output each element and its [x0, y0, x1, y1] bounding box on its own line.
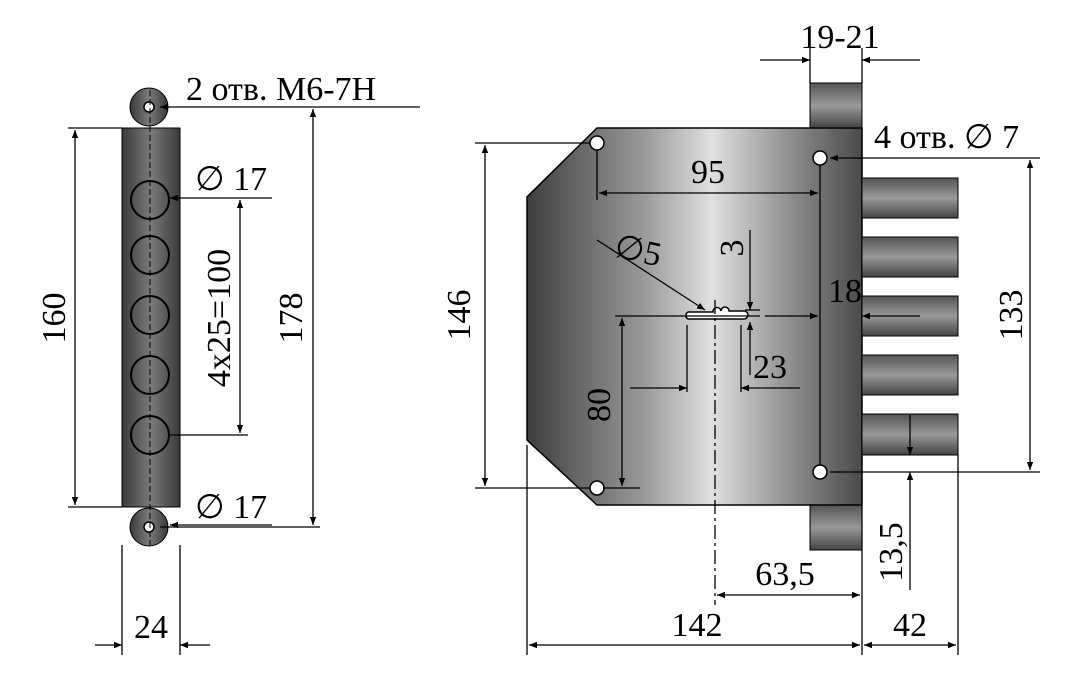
backset-63-5: 63,5 — [755, 556, 815, 593]
body-holes-label: 4 отв. ∅ 7 — [874, 119, 1019, 156]
strip-dia-top: ∅ 17 — [195, 161, 267, 198]
case-hole — [812, 464, 828, 480]
faceplate-bottom — [809, 504, 863, 551]
mount-hole-top — [143, 101, 155, 113]
strike-strip — [121, 87, 181, 547]
strip-holes-label: 2 отв. M6-7H — [186, 71, 376, 108]
mount-hole-bottom — [143, 521, 155, 533]
strip-height-160: 160 — [36, 293, 73, 344]
case-hole — [589, 480, 605, 496]
lock-bolts — [861, 177, 959, 456]
body-width-142: 142 — [672, 607, 723, 644]
case-hole — [812, 150, 828, 166]
bolt-height-133: 133 — [993, 290, 1030, 341]
faceplate-thickness: 19-21 — [800, 19, 879, 56]
strip-height-178: 178 — [273, 293, 310, 344]
bolt-step-13-5: 13,5 — [873, 522, 910, 582]
hole-span-95: 95 — [691, 154, 725, 191]
bolt-offset-18: 18 — [828, 273, 862, 310]
strip-width: 24 — [134, 609, 168, 646]
body-height-146: 146 — [441, 290, 478, 341]
key-height-80: 80 — [581, 388, 618, 422]
strip-pitch: 4x25=100 — [201, 249, 238, 387]
case-hole — [589, 135, 605, 151]
key-offset-3: 3 — [714, 240, 751, 257]
key-width-23: 23 — [753, 349, 787, 386]
strip-dia-bottom: ∅ 17 — [195, 489, 267, 526]
faceplate-top — [809, 82, 863, 129]
bolt-throw-42: 42 — [893, 607, 927, 644]
